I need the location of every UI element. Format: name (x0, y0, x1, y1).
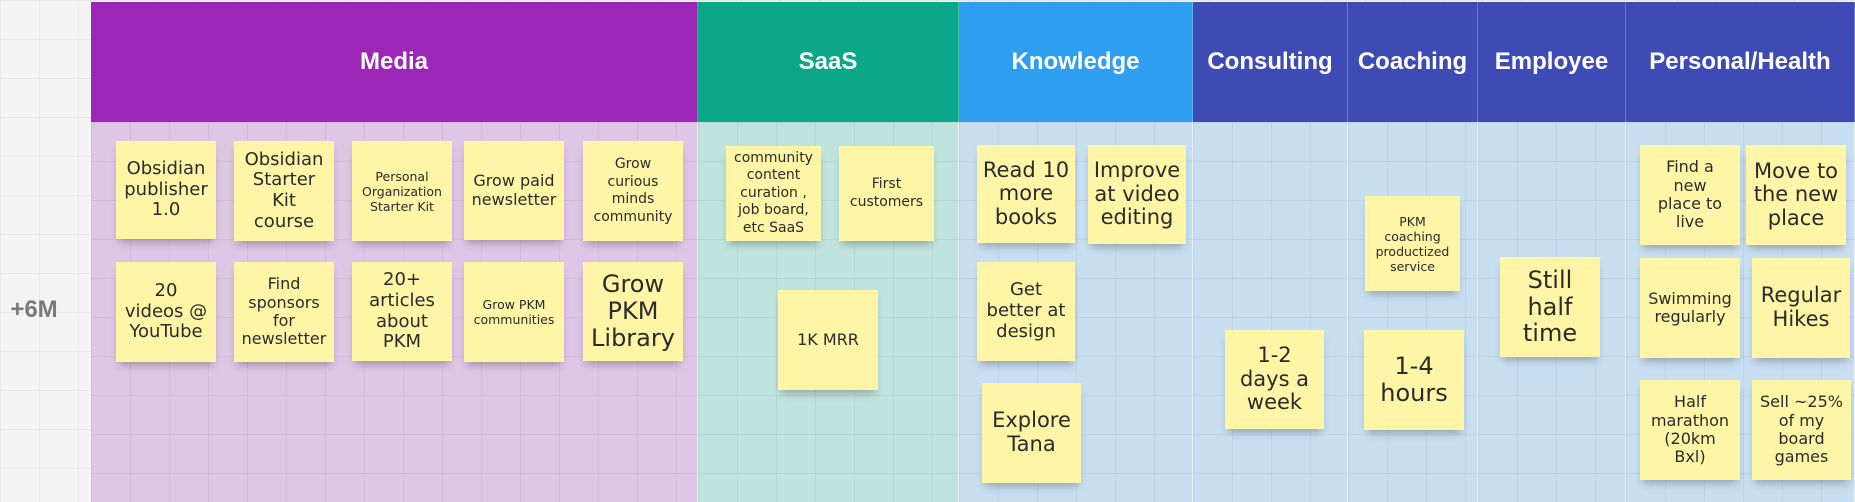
sticky-note[interactable]: Half marathon (20km Bxl) (1640, 380, 1740, 480)
column-title: Personal/Health (1649, 48, 1831, 75)
column-header-consulting[interactable]: Consulting (1193, 2, 1348, 122)
sticky-note[interactable]: Grow curious minds community (583, 141, 683, 241)
sticky-note[interactable]: Get better at design (977, 262, 1075, 361)
column-body-coaching[interactable] (1348, 122, 1478, 502)
column-title: Coaching (1357, 48, 1468, 75)
column-header-personal-health[interactable]: Personal/Health (1626, 2, 1855, 122)
sticky-note[interactable]: Find a new place to live (1640, 145, 1740, 245)
sticky-note[interactable]: 1K MRR (778, 290, 878, 390)
column-title: SaaS (798, 48, 858, 75)
column-title: Employee (1494, 48, 1609, 75)
column-body-employee[interactable] (1478, 122, 1626, 502)
sticky-note[interactable]: Swimming regularly (1640, 258, 1740, 358)
sticky-note[interactable]: Grow PKM communities (464, 262, 564, 362)
row-label-6m: +6M (10, 296, 58, 323)
sticky-note[interactable]: Read 10 more books (977, 145, 1075, 243)
sticky-note[interactable]: 20 videos @ YouTube (116, 262, 216, 362)
column-body-consulting[interactable] (1193, 122, 1348, 502)
sticky-note[interactable]: 1-2 days a week (1225, 330, 1324, 429)
column-title: Knowledge (1011, 48, 1140, 75)
sticky-note[interactable]: Still half time (1500, 257, 1600, 357)
sticky-note[interactable]: Obsidian Starter Kit course (234, 141, 334, 241)
sticky-note[interactable]: Sell ~25% of my board games (1752, 380, 1851, 480)
sticky-note[interactable]: Explore Tana (982, 383, 1081, 483)
sticky-note[interactable]: Personal Organization Starter Kit (352, 141, 452, 241)
sticky-note[interactable]: community content curation , job board, … (726, 146, 821, 241)
sticky-note[interactable]: Obsidian publisher 1.0 (116, 141, 216, 239)
sticky-note[interactable]: Grow paid newsletter (464, 141, 564, 240)
sticky-note[interactable]: Regular Hikes (1752, 258, 1850, 358)
sticky-note[interactable]: 20+ articles about PKM (352, 262, 452, 361)
column-header-saas[interactable]: SaaS (698, 2, 959, 122)
column-header-employee[interactable]: Employee (1478, 2, 1626, 122)
column-header-media[interactable]: Media (91, 2, 698, 122)
column-title: Media (359, 48, 428, 75)
sticky-note[interactable]: Grow PKM Library (583, 262, 683, 361)
sticky-note[interactable]: First customers (839, 146, 934, 241)
sticky-note[interactable]: Improve at video editing (1088, 145, 1186, 244)
sticky-note[interactable]: Move to the new place (1746, 145, 1846, 245)
sticky-note[interactable]: 1-4 hours (1364, 330, 1464, 430)
sticky-note[interactable]: PKM coaching productized service (1365, 196, 1460, 291)
column-header-coaching[interactable]: Coaching (1348, 2, 1478, 122)
sticky-note[interactable]: Find sponsors for newsletter (234, 262, 334, 362)
column-title: Consulting (1207, 48, 1333, 75)
column-header-knowledge[interactable]: Knowledge (959, 2, 1193, 122)
